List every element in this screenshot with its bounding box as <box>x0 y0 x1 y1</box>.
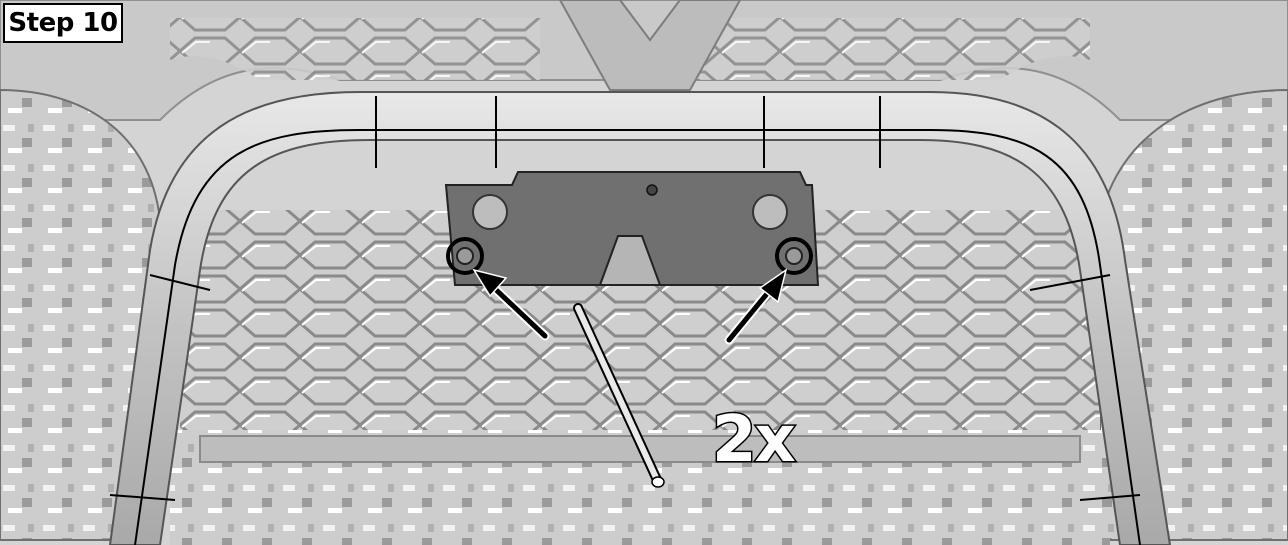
hood-vent-right <box>700 18 1090 80</box>
step-label-box: Step 10 <box>3 3 123 43</box>
right-arrow-icon <box>724 268 788 345</box>
hood-vent-left <box>170 18 540 80</box>
bracket-notch <box>598 235 662 286</box>
roll-bar-seam <box>134 129 1141 545</box>
roll-bar <box>108 91 1172 545</box>
left-round-boss <box>472 194 508 230</box>
center-strut <box>558 0 742 91</box>
step-label: Step 10 <box>8 8 118 38</box>
quantity-label: 2x <box>711 403 798 477</box>
seam-mark-7 <box>109 494 176 501</box>
pointer-tool-icon <box>573 303 665 488</box>
left-arrow-icon <box>472 268 550 341</box>
seam-mark-5 <box>149 274 211 291</box>
left-bolt-icon <box>446 237 484 275</box>
bracket-top-screw <box>646 184 658 196</box>
seam-mark-6 <box>1029 274 1111 291</box>
seam-mark-8 <box>1079 494 1141 501</box>
right-round-boss <box>752 194 788 230</box>
right-bolt-icon <box>775 237 813 275</box>
